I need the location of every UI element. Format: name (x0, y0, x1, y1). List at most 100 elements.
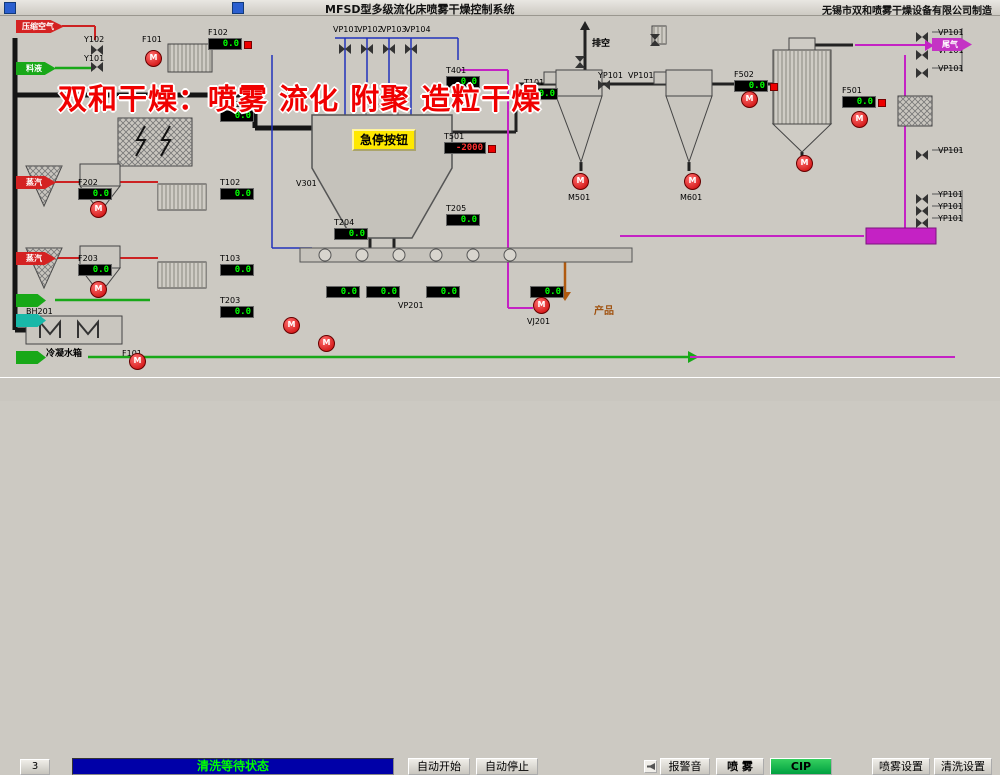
manufacturer-label: 无锡市双和喷雾干燥设备有限公司制造 (822, 6, 992, 17)
numeric-display: 0.0 (78, 264, 112, 276)
page-title: MFSD型多级流化床喷雾干燥控制系统 (325, 3, 515, 16)
numeric-display: 0.0 (220, 264, 254, 276)
display-label: T103 (220, 254, 241, 263)
pump-icon[interactable]: M (741, 91, 758, 108)
pump-icon[interactable]: M (318, 335, 335, 352)
flow-arrow-label (16, 294, 46, 307)
pump-icon[interactable]: M (283, 317, 300, 334)
numeric-display: 0.0 (524, 88, 558, 100)
air-lines (271, 37, 459, 249)
tag-label: Y102 (84, 35, 105, 44)
valve-icon[interactable] (916, 213, 928, 228)
tag-label: BH201 (26, 307, 53, 316)
tag-label: YP101 (598, 71, 623, 80)
tag-label: YP101 (938, 190, 963, 199)
valve-icon[interactable] (916, 63, 928, 78)
flow-arrow-label (16, 314, 46, 327)
product-label: 产品 (594, 306, 614, 317)
display-label: T204 (334, 218, 355, 227)
spray-button[interactable]: 喷 雾 (716, 758, 764, 775)
heat-exchanger-1 (157, 183, 207, 211)
tag-label: VP101 (333, 25, 359, 34)
spray-settings-button[interactable]: 喷雾设置 (872, 758, 930, 775)
display-label: T102 (220, 178, 241, 187)
status-bar: 清洗等待状态 (72, 758, 394, 775)
numeric-display: 0.0 (426, 286, 460, 298)
tag-label: V301 (296, 179, 317, 188)
alarm-indicator (244, 41, 252, 49)
valve-icon[interactable] (575, 56, 590, 68)
valve-icon[interactable] (383, 39, 395, 54)
valve-icon[interactable] (916, 201, 928, 216)
pump-icon[interactable]: M (851, 111, 868, 128)
valve-icon[interactable] (91, 57, 103, 72)
valve-icon[interactable] (916, 189, 928, 204)
valve-icon[interactable] (361, 39, 373, 54)
numeric-display: 0.0 (446, 214, 480, 226)
flow-arrow-label (16, 351, 46, 364)
control-bar: 3 清洗等待状态 自动开始 自动停止 报警音 喷 雾 CIP 喷雾设置 清洗设置 (0, 377, 1000, 775)
display-label: T203 (220, 296, 241, 305)
valve-icon[interactable] (916, 145, 928, 160)
cip-button[interactable]: CIP (770, 758, 832, 775)
bag-filter (771, 37, 833, 153)
display-label: F203 (78, 254, 98, 263)
alarm-indicator (878, 99, 886, 107)
valve-icon[interactable] (916, 45, 928, 60)
condensate-tank-label: 冷凝水箱 (46, 349, 83, 359)
auto-stop-button[interactable]: 自动停止 (476, 758, 538, 775)
tag-label: VP102 (357, 25, 383, 34)
numeric-display: 0.0 (334, 228, 368, 240)
title-bar: MFSD型多级流化床喷雾干燥控制系统 无锡市双和喷雾干燥设备有限公司制造 (0, 0, 1000, 17)
tag-label: VP101 (938, 64, 964, 73)
valve-icon[interactable] (91, 40, 103, 55)
numeric-display: 0.0 (446, 76, 480, 88)
pump-icon[interactable]: M (129, 353, 146, 370)
valve-icon[interactable] (598, 75, 610, 90)
vibrating-conveyor (299, 247, 633, 263)
numeric-display: 0.0 (220, 188, 254, 200)
numeric-display: 0.0 (220, 110, 254, 122)
pump-icon[interactable]: M (533, 297, 550, 314)
app-icon (232, 2, 244, 14)
display-label: T101 (524, 78, 545, 87)
valve-icon[interactable] (339, 39, 351, 54)
pump-icon[interactable]: M (90, 201, 107, 218)
electric-heater (117, 117, 193, 167)
tag-label: VP201 (398, 301, 424, 310)
clean-settings-button[interactable]: 清洗设置 (934, 758, 992, 775)
tag-label: YP101 (938, 202, 963, 211)
numeric-display: 0.0 (208, 38, 242, 50)
numeric-display: 0.0 (326, 286, 360, 298)
valve-icon[interactable] (916, 27, 928, 42)
pump-icon[interactable]: M (796, 155, 813, 172)
flow-arrow-label: 蒸汽 (16, 252, 56, 265)
tag-label: VJ201 (527, 317, 551, 326)
pump-icon[interactable]: M (684, 173, 701, 190)
feed-lines (55, 66, 688, 359)
display-label: T205 (446, 204, 467, 213)
flow-arrow-label: 压缩空气 (16, 20, 64, 33)
speaker-icon[interactable] (644, 760, 657, 773)
page-button[interactable]: 3 (20, 759, 50, 775)
tag-label: VP103 (381, 25, 407, 34)
display-label: F502 (734, 70, 754, 79)
numeric-display: -2000 (444, 142, 486, 154)
tag-label: VP101 (628, 71, 654, 80)
tag-label: VP101 (938, 146, 964, 155)
auto-start-button[interactable]: 自动开始 (408, 758, 470, 775)
cyclone-1 (543, 69, 603, 164)
pump-icon[interactable]: M (90, 281, 107, 298)
emergency-stop-button[interactable]: 急停按钮 (352, 129, 416, 151)
alarm-indicator (770, 83, 778, 91)
tag-label: VP104 (405, 25, 431, 34)
exhaust-lines (460, 44, 955, 358)
valve-icon[interactable] (405, 39, 417, 54)
main-duct (12, 38, 312, 333)
pump-icon[interactable]: M (145, 50, 162, 67)
valve-icon[interactable] (650, 34, 665, 46)
numeric-display: 0.0 (842, 96, 876, 108)
pump-icon[interactable]: M (572, 173, 589, 190)
alarm-sound-button[interactable]: 报警音 (660, 758, 710, 775)
